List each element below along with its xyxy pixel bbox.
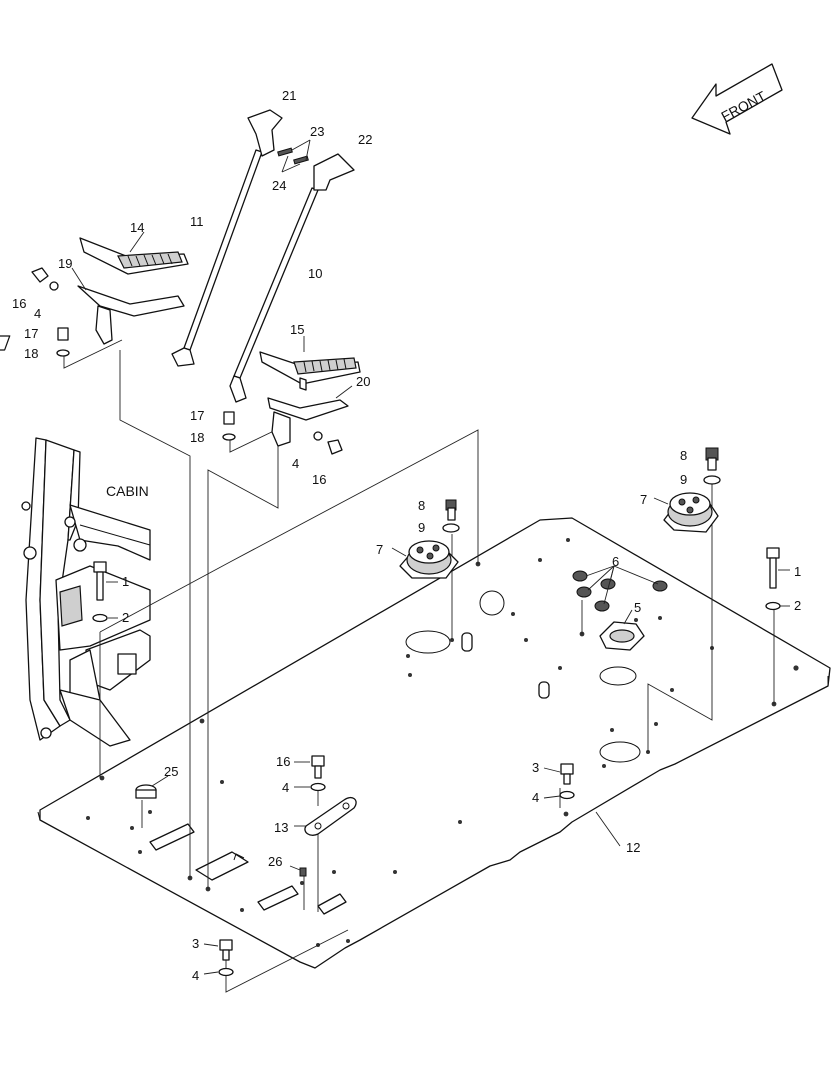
callout-numbers: 21 23 22 24 11 10 14 19 16 4 17 18 15 20…	[12, 88, 801, 983]
lever-10	[229, 153, 355, 403]
cabin-label: CABIN	[106, 483, 149, 499]
assembly-lines	[63, 339, 775, 993]
callout-9-b: 9	[680, 472, 687, 487]
callout-24: 24	[272, 178, 286, 193]
callout-8-b: 8	[680, 448, 687, 463]
callout-19: 19	[58, 256, 72, 271]
callout-12: 12	[626, 840, 640, 855]
lever-11	[171, 109, 283, 367]
bolt-23-24	[277, 139, 311, 173]
callout-8-a: 8	[418, 498, 425, 513]
bolt-1-right	[765, 547, 790, 611]
callout-10: 10	[308, 266, 322, 281]
callout-15: 15	[290, 322, 304, 337]
callout-21: 21	[282, 88, 296, 103]
front-direction-arrow: FRONT	[691, 63, 783, 135]
plate-holes	[86, 538, 799, 947]
callout-1-b: 1	[794, 564, 801, 579]
callout-11: 11	[190, 214, 204, 229]
callout-18-b: 18	[190, 430, 204, 445]
bolt-3-right	[543, 763, 575, 800]
callout-4-e: 4	[192, 968, 199, 983]
plug-25	[135, 775, 169, 799]
rubber-mount-right	[653, 447, 721, 533]
callout-22: 22	[358, 132, 372, 147]
callout-2-a: 2	[122, 610, 129, 625]
callout-20: 20	[356, 374, 370, 389]
pedal-15-20	[222, 336, 361, 455]
callout-17-b: 17	[190, 408, 204, 423]
callout-4-d: 4	[532, 790, 539, 805]
callout-6: 6	[612, 554, 619, 569]
callout-4-b: 4	[292, 456, 299, 471]
callout-16-a: 16	[12, 296, 26, 311]
floor-plate	[37, 517, 831, 969]
callout-26: 26	[268, 854, 282, 869]
bracket-13-assembly	[289, 755, 357, 877]
pedal-14-19	[0, 231, 189, 357]
callout-3-a: 3	[532, 760, 539, 775]
callout-4-c: 4	[282, 780, 289, 795]
callout-13: 13	[274, 820, 288, 835]
callout-18-a: 18	[24, 346, 38, 361]
callout-14: 14	[130, 220, 144, 235]
callout-7-a: 7	[376, 542, 383, 557]
callout-16-b: 16	[312, 472, 326, 487]
cabin-frame: CABIN	[21, 437, 151, 747]
callout-2-b: 2	[794, 598, 801, 613]
rubber-mount-center	[391, 499, 460, 579]
callout-16-c: 16	[276, 754, 290, 769]
callout-9-a: 9	[418, 520, 425, 535]
callout-7-b: 7	[640, 492, 647, 507]
plate-5	[599, 609, 645, 651]
callout-3-b: 3	[192, 936, 199, 951]
bolt-1-left	[92, 561, 118, 623]
callout-25: 25	[164, 764, 178, 779]
grommets-6	[572, 565, 668, 612]
callout-17-a: 17	[24, 326, 38, 341]
callout-23: 23	[310, 124, 324, 139]
callout-1-a: 1	[122, 574, 129, 589]
callout-4-a: 4	[34, 306, 41, 321]
callout-5: 5	[634, 600, 641, 615]
bolt-3-bottom	[203, 939, 234, 977]
